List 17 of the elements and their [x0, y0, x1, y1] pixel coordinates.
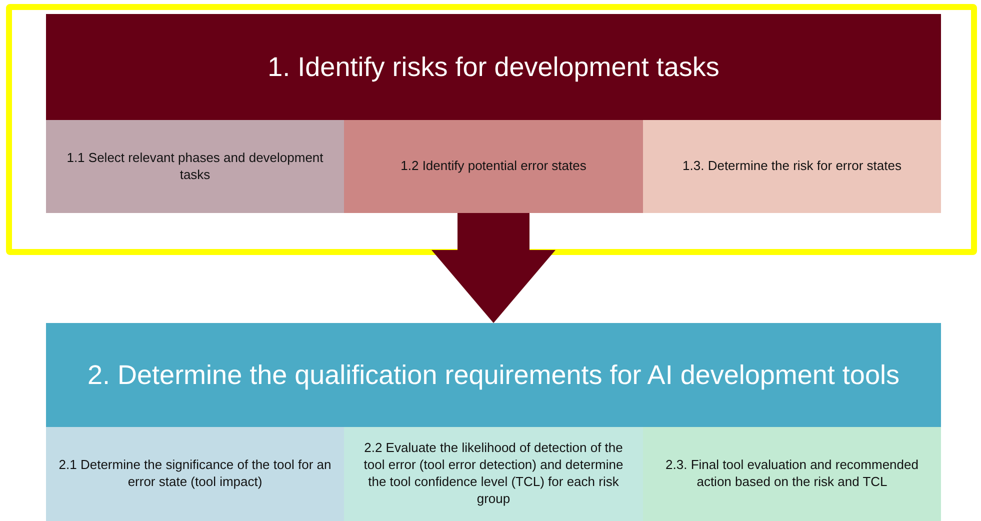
- stage-heading: 2. Determine the qualification requirements for AI development tools: [86, 358, 900, 392]
- step-box: [344, 427, 643, 521]
- step-text: 1.3. Determine the risk for error states: [682, 158, 902, 175]
- stage-panel: [46, 323, 941, 521]
- stage-heading: 1. Identify risks for development tasks: [266, 50, 720, 84]
- step-text: 1.1 Select relevant phases and development tasks: [66, 150, 324, 184]
- step-box: [643, 427, 941, 521]
- step-box: [46, 120, 344, 213]
- step-text: 1.2 Identify potential error states: [400, 158, 586, 175]
- step-text: 2.3. Final tool evaluation and recommended action based on the risk and TCL: [664, 457, 920, 491]
- step-text: 2.2 Evaluate the likelihood of detection of the tool error (tool error detection) and determine the tool confidence level (TCL) for each risk group: [362, 440, 624, 508]
- stage-panel: [46, 14, 941, 213]
- step-box: [46, 427, 344, 521]
- step-box: [344, 120, 643, 213]
- step-text: 2.1 Determine the significance of the tool for an error state (tool impact): [58, 457, 332, 491]
- step-box: [643, 120, 941, 213]
- block-arrow: [432, 213, 556, 323]
